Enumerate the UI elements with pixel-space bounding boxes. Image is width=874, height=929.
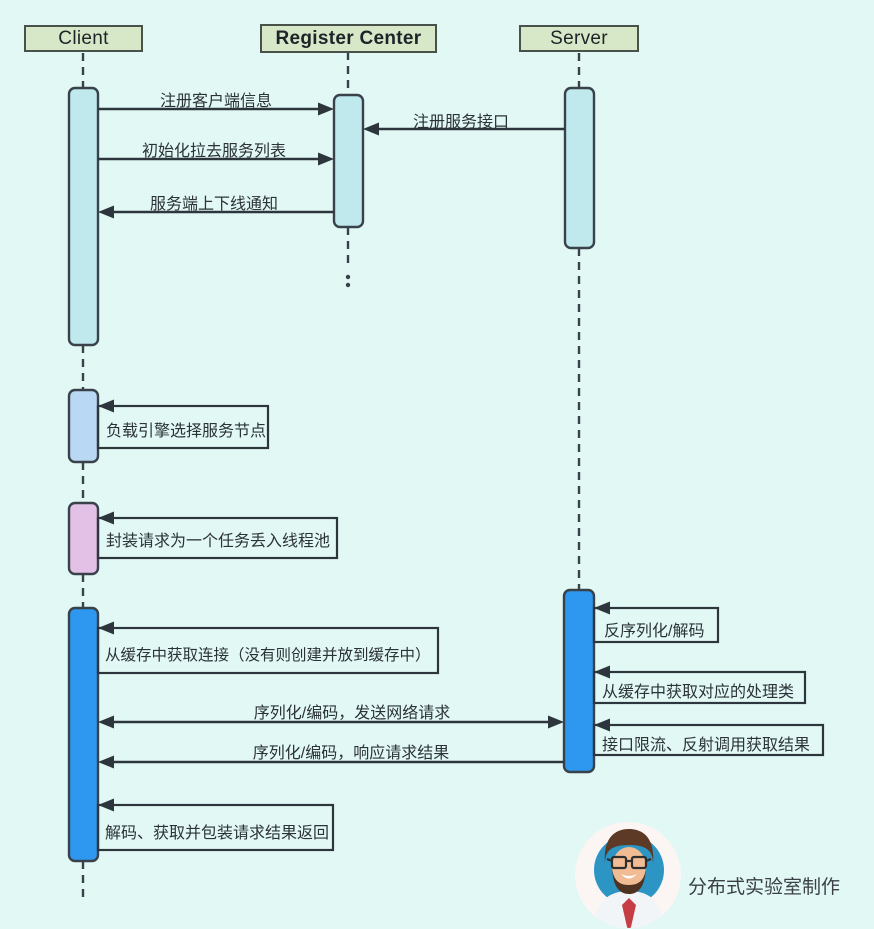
activation-client-task <box>67 501 100 576</box>
message-arrow-register-client-info <box>98 102 334 116</box>
message-label-send-network-request: 序列化/编码，发送网络请求 <box>253 705 451 722</box>
note-box-task-threadpool <box>96 511 339 560</box>
activation-client-registry <box>67 86 100 347</box>
note-label-deserialize-decode: 反序列化/解码 <box>604 623 705 640</box>
note-label-decode-wrap-result: 解码、获取并包装请求结果返回 <box>105 825 330 842</box>
activation-server-registry <box>563 86 596 250</box>
message-arrow-send-network-request <box>98 715 564 729</box>
note-box-decode-wrap-result <box>96 798 335 852</box>
note-label-get-connection-cache: 从缓存中获取连接（没有则创建并放到缓存中） <box>105 647 431 664</box>
message-label-pull-service-list: 初始化拉去服务列表 <box>141 143 287 160</box>
actor-server-label: Server <box>550 27 608 49</box>
message-label-response-result: 序列化/编码，响应请求结果 <box>252 745 450 762</box>
message-arrow-pull-service-list <box>98 152 334 166</box>
actor-client-label: Client <box>58 27 109 49</box>
message-label-register-service-interface: 注册服务接口 <box>412 114 510 131</box>
avatar-beard <box>612 864 646 894</box>
credit-text: 分布式实验室制作 <box>688 877 841 898</box>
activation-register-center <box>332 93 365 229</box>
author-avatar <box>575 822 681 928</box>
actor-register-center: Register Center <box>260 24 437 53</box>
lifeline-end-dot <box>345 282 351 288</box>
note-label-throttle-reflect-invoke: 接口限流、反射调用获取结果 <box>602 737 811 754</box>
note-label-loadbalance: 负载引擎选择服务节点 <box>106 423 267 440</box>
note-label-task-threadpool: 封装请求为一个任务丢入线程池 <box>106 533 331 550</box>
note-label-get-handler-cache: 从缓存中获取对应的处理类 <box>602 684 795 701</box>
avatar-mouth <box>621 874 637 879</box>
message-arrow-online-offline-notify <box>98 205 334 219</box>
actor-register-center-label: Register Center <box>275 27 422 49</box>
note-box-loadbalance <box>96 399 270 450</box>
avatar-tie <box>622 898 636 928</box>
activation-client-loadbalance <box>67 388 100 464</box>
lifeline-end-dot <box>345 274 351 280</box>
note-box-get-handler-cache <box>592 665 807 705</box>
note-box-get-connection-cache <box>96 621 440 675</box>
actor-client: Client <box>24 25 143 52</box>
message-label-online-offline-notify: 服务端上下线通知 <box>149 196 279 213</box>
avatar-glasses <box>606 855 652 870</box>
note-box-deserialize-decode <box>592 601 720 644</box>
note-box-throttle-reflect-invoke <box>592 718 825 757</box>
avatar-hair <box>604 829 654 864</box>
actor-server: Server <box>519 25 639 52</box>
activation-client-rpc <box>67 606 100 863</box>
activation-server-rpc <box>562 588 596 774</box>
message-arrow-register-service-interface <box>363 122 565 136</box>
message-label-register-client-info: 注册客户端信息 <box>159 93 273 110</box>
message-arrow-response-result <box>98 755 564 769</box>
